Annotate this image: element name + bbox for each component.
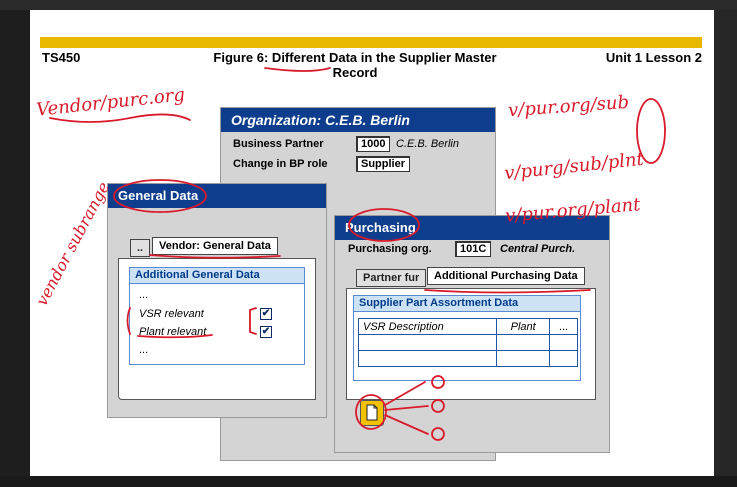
general-data-title: General Data: [108, 184, 326, 208]
supplier-part-assortment-title: Supplier Part Assortment Data: [354, 296, 580, 312]
bp-role-field[interactable]: Supplier: [356, 156, 411, 172]
ink-vendor-subrange: vendor subrange: [32, 178, 114, 309]
additional-general-data-box: Additional General Data: [129, 267, 305, 365]
column-plant: Plant: [496, 318, 550, 335]
document-icon[interactable]: [360, 400, 384, 426]
purchasing-org-field[interactable]: 101C: [455, 241, 492, 257]
table-header-row: VSR Description Plant ...: [357, 318, 579, 335]
business-partner-field[interactable]: 1000: [356, 136, 391, 152]
column-more: ...: [548, 318, 579, 335]
table-row[interactable]: [357, 350, 579, 367]
tab-vendor-general-data[interactable]: Vendor: General Data: [152, 237, 278, 255]
tab-additional-purchasing-data[interactable]: Additional Purchasing Data: [427, 267, 585, 285]
bp-role-label: Change in BP role: [233, 158, 328, 170]
assortment-table: VSR Description Plant ...: [357, 318, 579, 367]
ink-path-1: v/pur.org/sub: [507, 91, 630, 122]
general-tab-back[interactable]: ..: [130, 239, 151, 257]
ink-vendor-org: Vendor/purc.org: [35, 84, 186, 121]
slide: TS450 Figure 6: Different Data in the Su…: [30, 10, 714, 476]
ink-path-2: v/purg/sub/plnt: [503, 148, 645, 185]
window-top-strip: [0, 0, 737, 10]
plant-relevant-label: Plant relevant: [139, 326, 207, 338]
purchasing-org-name: Central Purch.: [500, 243, 576, 255]
business-partner-name: C.E.B. Berlin: [396, 138, 459, 150]
gold-header-bar: [40, 37, 702, 48]
general-data-card: Additional General Data: [118, 258, 316, 400]
general-row-ellipsis-top: ...: [139, 289, 149, 301]
organization-title: Organization: C.E.B. Berlin: [221, 108, 495, 132]
purchasing-org-label: Purchasing org.: [348, 243, 432, 255]
general-row-ellipsis-bottom: ...: [139, 344, 149, 356]
course-code: TS450: [42, 50, 81, 65]
unit-lesson: Unit 1 Lesson 2: [605, 50, 702, 65]
vsr-relevant-checkbox[interactable]: ✔: [260, 308, 272, 320]
column-vsr-description: VSR Description: [357, 318, 498, 335]
business-partner-label: Business Partner: [233, 138, 324, 150]
figure-title: Figure 6: Different Data in the Supplier…: [213, 50, 497, 80]
table-row[interactable]: [357, 334, 579, 351]
vsr-relevant-label: VSR relevant: [139, 308, 204, 320]
additional-general-data-title: Additional General Data: [130, 268, 304, 284]
tab-partner-functions[interactable]: Partner fur: [356, 269, 427, 287]
window-right-strip: [714, 10, 737, 476]
plant-relevant-checkbox[interactable]: ✔: [260, 326, 272, 338]
window-bottom-strip: [0, 476, 737, 487]
